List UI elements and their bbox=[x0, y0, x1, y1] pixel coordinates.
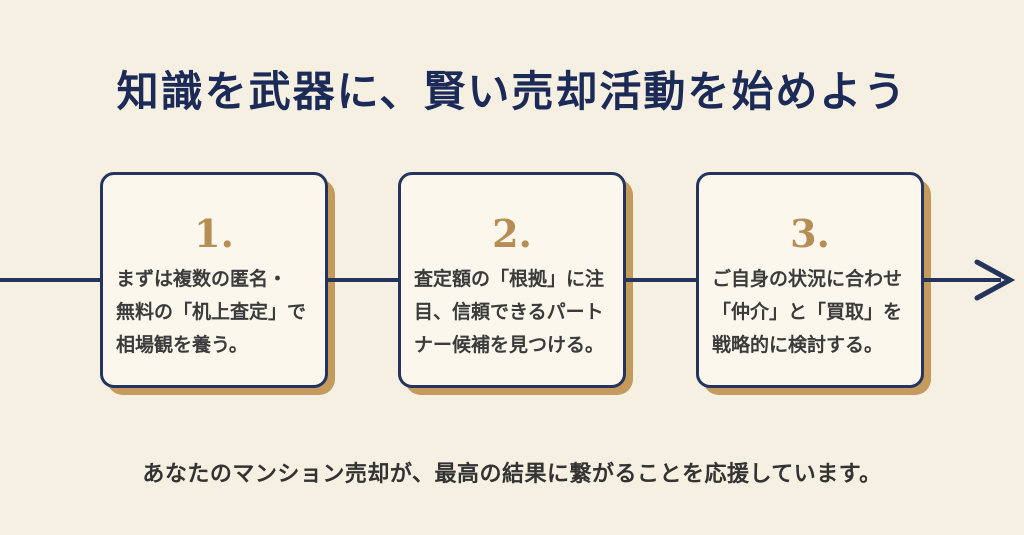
step-description-line: ナー候補を見つける。 bbox=[414, 335, 605, 356]
step-card-1: 1. まずは複数の匿名・ 無料の「机上査定」で 相場観を養う。 bbox=[100, 172, 328, 388]
step-number: 2. bbox=[492, 211, 532, 256]
step-description-line: 無料の「机上査定」で bbox=[116, 302, 307, 323]
step-description-line: 「仲介」と「買取」を bbox=[712, 302, 903, 323]
page-title: 知識を武器に、賢い売却活動を始めよう bbox=[116, 68, 908, 115]
step-description: 査定額の「根拠」に注 目、信頼できるパート ナー候補を見つける。 bbox=[401, 263, 623, 362]
step-description-line: 相場観を養う。 bbox=[116, 335, 248, 356]
step-description-line: まずは複数の匿名・ bbox=[116, 269, 288, 290]
step-number: 1. bbox=[194, 211, 234, 256]
step-card-2: 2. 査定額の「根拠」に注 目、信頼できるパート ナー候補を見つける。 bbox=[398, 172, 626, 388]
step-description-line: ご自身の状況に合わせ bbox=[712, 269, 903, 290]
step-card-3: 3. ご自身の状況に合わせ 「仲介」と「買取」を 戦略的に検討する。 bbox=[696, 172, 924, 388]
step-description-line: 戦略的に検討する。 bbox=[712, 335, 884, 356]
step-description: ご自身の状況に合わせ 「仲介」と「買取」を 戦略的に検討する。 bbox=[699, 263, 921, 362]
step-description: まずは複数の匿名・ 無料の「机上査定」で 相場観を養う。 bbox=[103, 263, 325, 362]
step-number: 3. bbox=[790, 211, 830, 256]
step-description-line: 目、信頼できるパート bbox=[414, 302, 604, 323]
arrow-right-icon bbox=[974, 259, 1016, 301]
step-description-line: 査定額の「根拠」に注 bbox=[414, 269, 605, 290]
footer-message: あなたのマンション売却が、最高の結果に繋がることを応援しています。 bbox=[142, 461, 882, 486]
